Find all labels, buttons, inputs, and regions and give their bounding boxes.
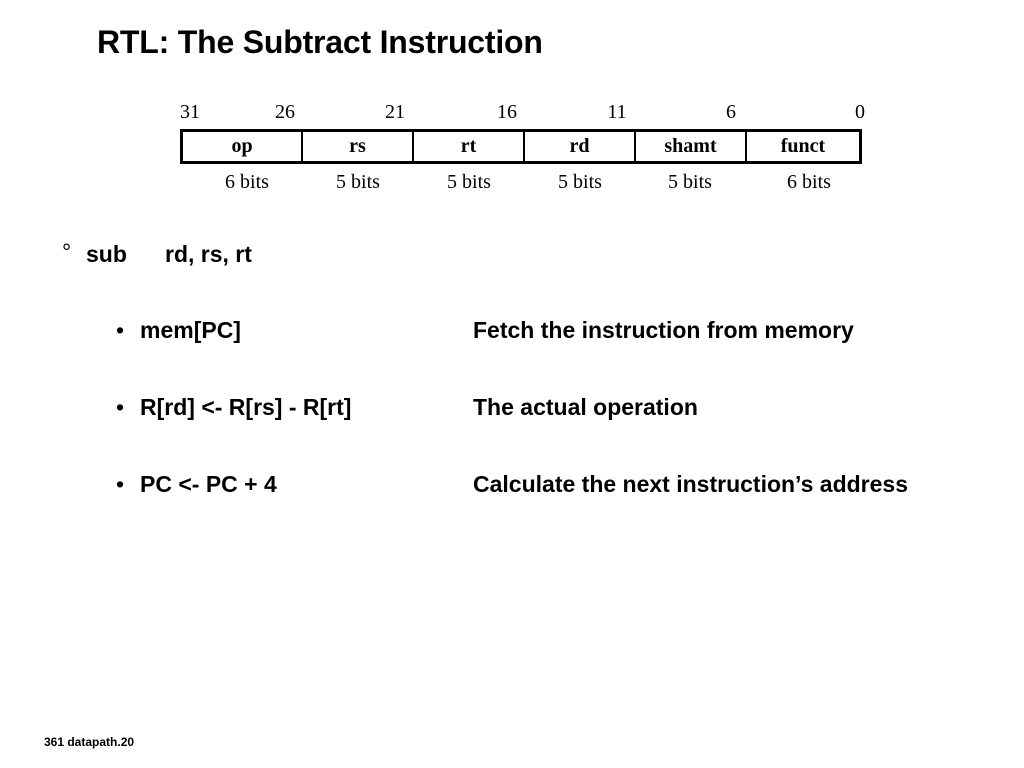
rtl-step-fetch: • mem[PC] Fetch the instruction from mem… bbox=[116, 317, 976, 347]
field-funct-width: 6 bits bbox=[787, 171, 831, 193]
bullet-dot: • bbox=[116, 317, 125, 343]
bit-position-31: 31 bbox=[180, 101, 200, 123]
slide-title: RTL: The Subtract Instruction bbox=[97, 24, 543, 60]
field-rs: rs bbox=[301, 132, 412, 161]
bit-position-6: 6 bbox=[726, 101, 736, 123]
bit-position-11: 11 bbox=[607, 101, 627, 123]
field-rs-width: 5 bits bbox=[336, 171, 380, 193]
bullet-dot: • bbox=[116, 394, 125, 420]
bit-position-16: 16 bbox=[497, 101, 517, 123]
instruction-operands: rd, rs, rt bbox=[165, 241, 252, 267]
field-rt: rt bbox=[412, 132, 523, 161]
instruction-format-box: op rs rt rd shamt funct bbox=[180, 129, 862, 164]
field-op-width: 6 bits bbox=[225, 171, 269, 193]
rtl-step-operation: • R[rd] <- R[rs] - R[rt] The actual oper… bbox=[116, 394, 976, 424]
field-rd: rd bbox=[523, 132, 634, 161]
field-rt-width: 5 bits bbox=[447, 171, 491, 193]
bullet-dot: • bbox=[116, 471, 125, 497]
rtl-description: Calculate the next instruction’s address bbox=[473, 471, 908, 497]
bit-position-0: 0 bbox=[855, 101, 865, 123]
instruction-mnemonic: sub bbox=[86, 241, 127, 267]
field-op: op bbox=[231, 135, 253, 157]
rtl-description: Fetch the instruction from memory bbox=[473, 317, 854, 343]
rtl-description: The actual operation bbox=[473, 394, 698, 420]
field-funct: funct bbox=[745, 132, 859, 161]
rtl-expression: mem[PC] bbox=[140, 317, 241, 343]
degree-bullet: ° bbox=[62, 239, 72, 265]
rtl-expression: PC <- PC + 4 bbox=[140, 471, 277, 497]
field-shamt-width: 5 bits bbox=[668, 171, 712, 193]
rtl-step-next-pc: • PC <- PC + 4 Calculate the next instru… bbox=[116, 471, 976, 501]
rtl-expression: R[rd] <- R[rs] - R[rt] bbox=[140, 394, 352, 420]
field-rd-width: 5 bits bbox=[558, 171, 602, 193]
field-shamt: shamt bbox=[634, 132, 745, 161]
bit-position-26: 26 bbox=[275, 101, 295, 123]
bit-position-21: 21 bbox=[385, 101, 405, 123]
slide-footer: 361 datapath.20 bbox=[44, 735, 135, 749]
